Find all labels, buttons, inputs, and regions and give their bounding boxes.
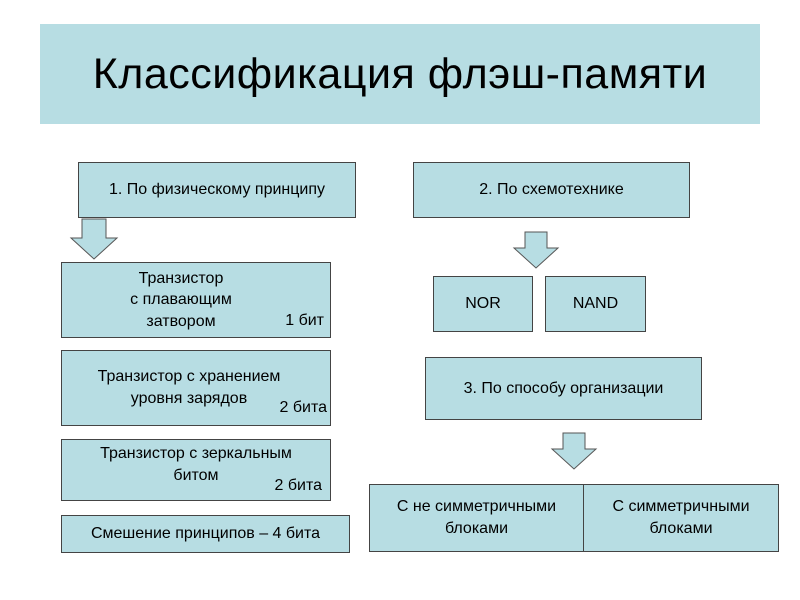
nand-type: NAND bbox=[545, 276, 646, 332]
nor-label: NOR bbox=[465, 295, 501, 313]
symmetric-blocks: С симметричными блоками bbox=[583, 484, 779, 552]
page-title: Классификация флэш-памяти bbox=[92, 49, 708, 98]
nand-label: NAND bbox=[572, 295, 619, 313]
down-arrow-icon bbox=[512, 231, 560, 269]
mixed-principles: Смешение принципов – 4 бита bbox=[61, 515, 350, 553]
floating-gate-bits: 1 бит bbox=[285, 312, 324, 330]
floating-gate-label: Транзистор с плавающим затвором bbox=[130, 269, 232, 330]
asymmetric-blocks: С не симметричными блоками bbox=[369, 484, 584, 552]
down-arrow-icon bbox=[550, 432, 598, 470]
symmetric-blocks-label: С симметричными блоками bbox=[612, 498, 750, 537]
title-banner: Классификация флэш-памяти bbox=[40, 24, 760, 124]
circuit-design-label: 2. По схемотехнике bbox=[479, 181, 624, 199]
asymmetric-blocks-label: С не симметричными блоками bbox=[396, 498, 557, 537]
charge-level-transistor: Транзистор с хранением уровня зарядов 2 … bbox=[61, 350, 331, 426]
organization-label: 3. По способу организации bbox=[463, 379, 664, 397]
organization-header: 3. По способу организации bbox=[425, 357, 702, 420]
floating-gate-transistor: Транзистор с плавающим затвором 1 бит bbox=[61, 262, 331, 338]
circuit-design-header: 2. По схемотехнике bbox=[413, 162, 690, 218]
down-arrow-icon bbox=[69, 218, 119, 260]
physical-principle-header: 1. По физическому принципу bbox=[78, 162, 356, 218]
charge-level-bits: 2 бита bbox=[279, 399, 328, 417]
mixed-principles-label: Смешение принципов – 4 бита bbox=[90, 525, 321, 543]
mirror-bit-bits: 2 бита bbox=[274, 477, 323, 495]
mirror-bit-label: Транзистор с зеркальным битом bbox=[100, 445, 292, 484]
nor-type: NOR bbox=[433, 276, 533, 332]
mirror-bit-transistor: Транзистор с зеркальным битом 2 бита bbox=[61, 439, 331, 501]
physical-principle-label: 1. По физическому принципу bbox=[108, 181, 326, 199]
charge-level-label: Транзистор с хранением уровня зарядов bbox=[97, 368, 281, 407]
